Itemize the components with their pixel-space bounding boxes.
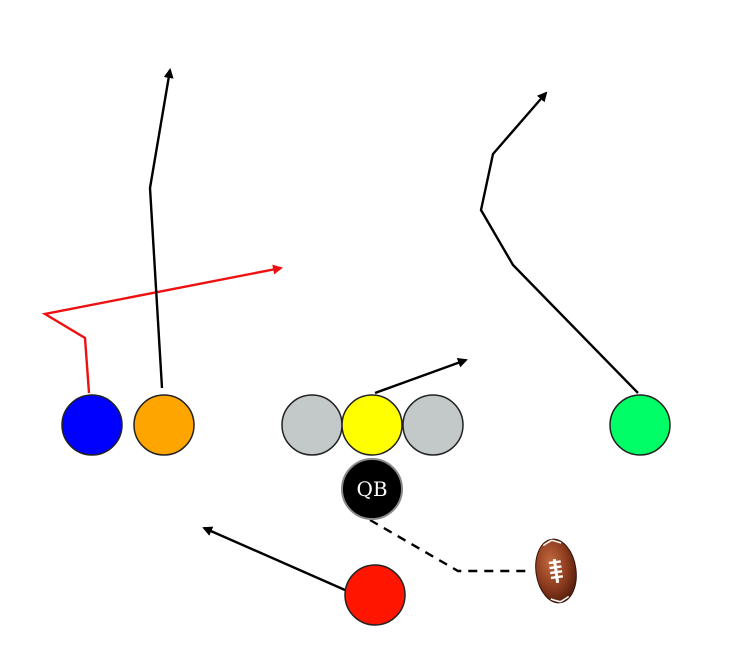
- football-icon: [535, 538, 577, 604]
- player-right-guard-circle: [402, 394, 464, 456]
- quarterback-label: QB: [356, 477, 387, 501]
- player-orange: [133, 394, 195, 456]
- player-quarterback: QB: [341, 458, 403, 520]
- player-blue-circle: [61, 394, 123, 456]
- player-center-circle: [341, 394, 403, 456]
- player-left-guard: [281, 394, 343, 456]
- route-orange-go: [148, 68, 174, 389]
- route-green-post: [479, 91, 639, 394]
- player-orange-circle: [133, 394, 195, 456]
- player-running-back: [344, 564, 406, 626]
- player-center: [341, 394, 403, 456]
- player-quarterback-circle: [341, 458, 403, 520]
- player-left-guard-circle: [281, 394, 343, 456]
- route-center-block: [374, 358, 468, 395]
- player-blue: [61, 394, 123, 456]
- player-green: [609, 394, 671, 456]
- ball-path-dashed: [369, 518, 532, 573]
- routes: [41, 68, 639, 592]
- player-running-back-circle: [344, 564, 406, 626]
- route-blue-red: [41, 264, 283, 394]
- route-running-back: [202, 526, 346, 592]
- player-right-guard: [402, 394, 464, 456]
- players: QB: [61, 394, 671, 626]
- player-green-circle: [609, 394, 671, 456]
